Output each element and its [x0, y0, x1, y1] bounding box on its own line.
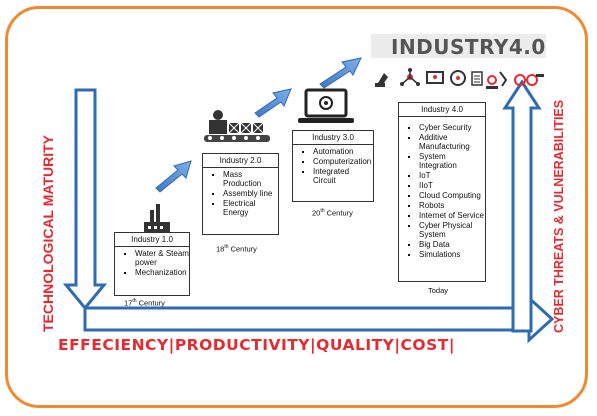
stage-item: Water & Steam power: [135, 249, 189, 267]
stage-title: Industry 4.0: [399, 103, 485, 117]
step-arrow-3: [319, 57, 362, 89]
stage-item: IIoT: [419, 181, 485, 190]
stage-title: Industry 1.0: [115, 233, 189, 247]
assembly-line-icon: [204, 110, 270, 142]
stage-item: Computerization: [313, 157, 373, 166]
stage-box-1: Industry 1.0 Water & Steam power Mechani…: [114, 232, 190, 296]
stage-box-2: Industry 2.0 Mass Production Assembly li…: [202, 153, 279, 235]
era-label-3: 20th Century: [312, 208, 353, 218]
bottom-label: EFFECIENCY|PRODUCTIVITY|QUALITY|COST|: [58, 336, 456, 354]
stage-item: Cloud Computing: [419, 191, 485, 200]
stage-box-4: Industry 4.0 Cyber Security Additive Man…: [398, 102, 486, 282]
stage-item: Robots: [419, 201, 485, 210]
stage-item: IoT: [419, 171, 485, 180]
stage-item: Internet of Service: [419, 211, 485, 220]
rounded-frame: [5, 6, 588, 408]
right-axis-label: CYBER THREATS & VULNERABILITIES: [552, 99, 566, 333]
maturity-down-arrow: [62, 88, 108, 311]
era-label-1: 17th Century: [124, 298, 165, 308]
left-axis-label: TECHNOLOGICAL MATURITY: [40, 134, 56, 332]
stage-item: Electrical Energy: [223, 199, 278, 217]
stage-item: Cyber Security: [419, 123, 485, 132]
stage-title: Industry 3.0: [293, 131, 373, 145]
stage-item: Additive Manufacturing: [419, 133, 485, 151]
stage-item: Integrated Circuit: [313, 167, 373, 185]
stage-item: Mechanization: [135, 268, 189, 277]
banner-text: INDUSTRY4.0: [391, 35, 546, 59]
stage-item: Big Data: [419, 240, 485, 249]
threats-up-arrow: [502, 79, 542, 333]
step-arrow-2: [254, 88, 292, 118]
industry4-icons: [375, 68, 544, 89]
era-label-2: 18th Century: [216, 244, 257, 254]
stage-box-3: Industry 3.0 Automation Computerization …: [292, 130, 374, 202]
stage-title: Industry 2.0: [203, 154, 278, 168]
computer-gear-icon: [298, 88, 354, 123]
era-label-4: Today: [428, 286, 449, 295]
stage-item: Cyber Physical System: [419, 221, 485, 239]
stage-item: Mass Production: [223, 170, 278, 188]
stage-item: System Integration: [419, 152, 485, 170]
stage-item: Simulations: [419, 250, 485, 259]
stage-item: Assembly line: [223, 189, 278, 198]
stage-item: Automation: [313, 147, 373, 156]
industry4-banner: INDUSTRY4.0: [371, 34, 546, 59]
factory-icon: [144, 204, 170, 234]
step-arrow-1: [155, 160, 192, 193]
